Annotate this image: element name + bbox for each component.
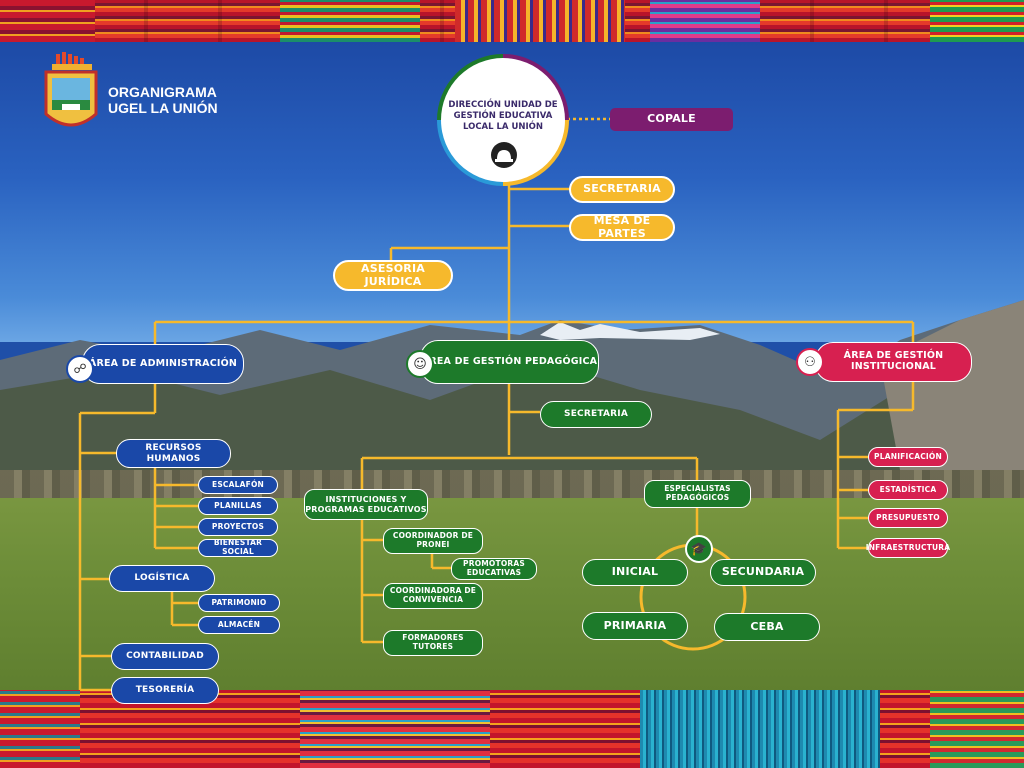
tesoreria-node[interactable]: TESORERÍA (111, 677, 219, 704)
level-ceba-node[interactable]: CEBA (714, 613, 820, 641)
level-secundaria-node[interactable]: SECUNDARIA (710, 559, 816, 586)
level-inicial-node[interactable]: INICIAL (582, 559, 688, 586)
secretaria-top-node[interactable]: SECRETARIA (569, 176, 675, 203)
logistica-node[interactable]: LOGÍSTICA (109, 565, 215, 592)
level-primaria-node[interactable]: PRIMARIA (582, 612, 688, 640)
graduation-cap-icon: 🎓 (685, 535, 713, 563)
director-label: DIRECCIÓN UNIDAD DE GESTIÓN EDUCATIVA LO… (448, 100, 558, 132)
proyectos-node[interactable]: PROYECTOS (198, 518, 278, 536)
org-network-icon: ⚇ (796, 348, 824, 376)
area-institucional-node[interactable]: ÁREA DE GESTIÓN INSTITUCIONAL (815, 342, 972, 382)
coordinadora-convivencia-node[interactable]: COORDINADORA DE CONVIVENCIA (383, 583, 483, 609)
mesa-partes-node[interactable]: MESA DE PARTES (569, 214, 675, 241)
woven-textile-top (0, 0, 1024, 42)
area-administracion-node[interactable]: ÁREA DE ADMINISTRACIÓN (82, 344, 244, 384)
secretaria-pedagogica-node[interactable]: SECRETARIA (540, 401, 652, 428)
contabilidad-node[interactable]: CONTABILIDAD (111, 643, 219, 670)
area-pedagogica-node[interactable]: ÁREA DE GESTIÓN PEDAGÓGICA (420, 340, 599, 384)
asesoria-juridica-node[interactable]: ASESORIA JURÍDICA (333, 260, 453, 291)
page-title-line2: UGEL LA UNIÓN (108, 100, 218, 116)
copale-node[interactable]: COPALE (610, 108, 733, 131)
page-title-line1: ORGANIGRAMA (108, 84, 217, 100)
bienestar-social-node[interactable]: BIENESTAR SOCIAL (198, 539, 278, 557)
group-icon: ☺ (406, 350, 434, 378)
logo-shield-icon (44, 52, 98, 127)
hard-hat-icon (491, 142, 517, 168)
people-network-icon: ☍ (66, 355, 94, 383)
presupuesto-node[interactable]: PRESUPUESTO (868, 508, 948, 528)
mountains-background (0, 300, 1024, 490)
page-title: ORGANIGRAMA UGEL LA UNIÓN (108, 84, 218, 116)
coordinador-pronei-node[interactable]: COORDINADOR DE PRONEI (383, 528, 483, 554)
patrimonio-node[interactable]: PATRIMONIO (198, 594, 280, 612)
almacen-node[interactable]: ALMACÉN (198, 616, 280, 634)
formadores-tutores-node[interactable]: FORMADORES TUTORES (383, 630, 483, 656)
promotoras-educativas-node[interactable]: PROMOTORAS EDUCATIVAS (451, 558, 537, 580)
estadistica-node[interactable]: ESTADÍSTICA (868, 480, 948, 500)
escalafon-node[interactable]: ESCALAFÓN (198, 476, 278, 494)
recursos-humanos-node[interactable]: RECURSOS HUMANOS (116, 439, 231, 468)
planillas-node[interactable]: PLANILLAS (198, 497, 278, 515)
infraestructura-node[interactable]: INFRAESTRUCTURA (866, 538, 950, 558)
instituciones-programas-node[interactable]: INSTITUCIONES Y PROGRAMAS EDUCATIVOS (304, 489, 428, 520)
planificacion-node[interactable]: PLANIFICACIÓN (868, 447, 948, 467)
especialistas-pedagogicos-node[interactable]: ESPECIALISTAS PEDAGÓGICOS (644, 480, 751, 508)
